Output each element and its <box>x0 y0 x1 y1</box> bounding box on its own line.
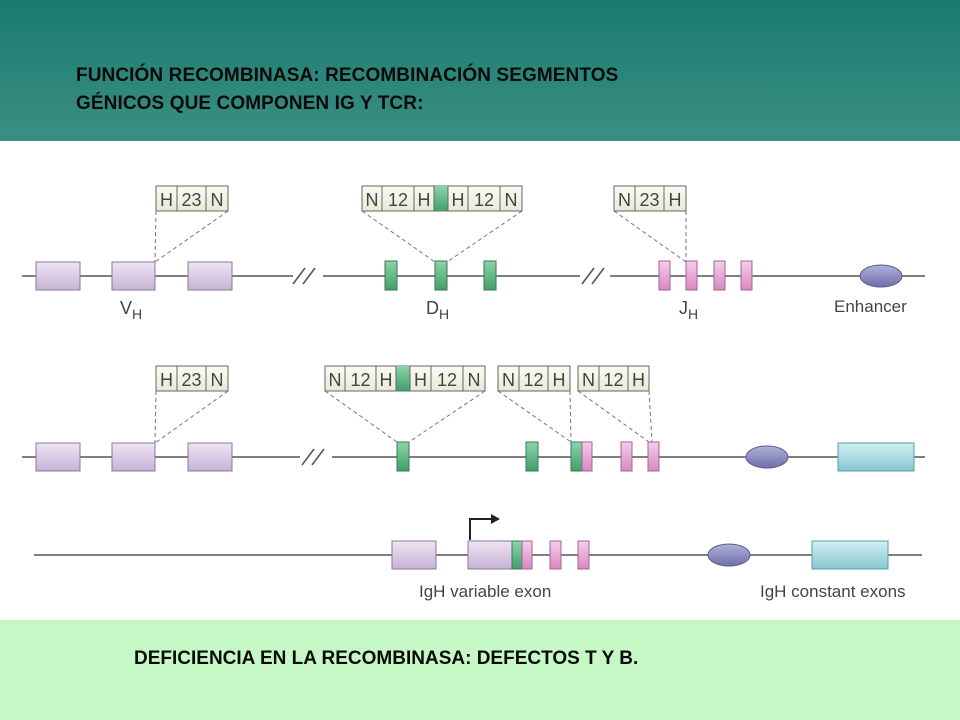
rss-spacer: 12 <box>437 370 457 390</box>
enhancer-element <box>745 445 789 469</box>
vh-label: VH <box>120 298 142 322</box>
d-segment <box>396 441 410 472</box>
constant-exons <box>811 540 889 570</box>
rss-nonamer: N <box>329 370 342 390</box>
dj-rearranged-row: H 23 N N 12 H H 12 N N 12 H <box>22 365 925 472</box>
title-line-1: FUNCIÓN RECOMBINASA: RECOMBINACIÓN SEGME… <box>76 65 619 86</box>
vdj-joined-v <box>467 540 513 570</box>
rss-box-dh: N 12 H H 12 N <box>361 185 523 263</box>
j-segment <box>658 260 671 291</box>
v-segment <box>111 261 156 291</box>
vdj-joined-j <box>521 540 533 570</box>
dj-joined-segment <box>581 441 593 472</box>
break-mark <box>580 266 610 286</box>
rss-nonamer: N <box>211 370 224 390</box>
rss-spacer: 23 <box>181 190 201 210</box>
d-segment <box>525 441 539 472</box>
rss-box-jh: N 23 H <box>613 185 687 263</box>
v-segment <box>35 442 81 472</box>
dh-label: DH <box>426 298 449 322</box>
dj-joined-segment <box>570 441 583 472</box>
v-segment <box>35 261 81 291</box>
break-mark <box>292 266 323 286</box>
rss-heptamer: H <box>553 370 566 390</box>
rss-heptamer: H <box>160 190 173 210</box>
rss-heptamer: H <box>669 190 682 210</box>
rss-heptamer: H <box>380 370 393 390</box>
rss-spacer: 23 <box>181 370 201 390</box>
v-segment <box>111 442 156 472</box>
jh-label: JH <box>679 298 698 322</box>
footer-text: DEFICIENCIA EN LA RECOMBINASA: DEFECTOS … <box>134 648 639 669</box>
v-segment <box>187 442 233 472</box>
rss-heptamer: H <box>414 370 427 390</box>
rss-nonamer: N <box>502 370 515 390</box>
rss-heptamer: H <box>418 190 431 210</box>
d-segment <box>384 260 398 291</box>
j-segment <box>620 441 633 472</box>
rss-box-dh: N 12 H H 12 N <box>324 365 486 443</box>
d-segment <box>434 260 448 291</box>
transcription-start-arrow-icon <box>469 514 500 540</box>
vdj-recombination-diagram: H 23 N N 12 H H 12 N N 23 <box>22 185 925 601</box>
d-segment <box>483 260 497 291</box>
vdj-rearranged-row: IgH variable exon IgH constant exons <box>34 514 922 601</box>
enhancer-element <box>859 264 903 288</box>
break-mark <box>300 447 332 467</box>
slide-title: FUNCIÓN RECOMBINASA: RECOMBINACIÓN SEGME… <box>76 62 618 118</box>
j-segment <box>647 441 660 472</box>
v-segment <box>391 540 437 570</box>
rss-spacer: 12 <box>603 370 623 390</box>
rss-heptamer: H <box>160 370 173 390</box>
enhancer-element <box>707 543 751 567</box>
j-segment <box>740 260 753 291</box>
variable-exon-label: IgH variable exon <box>419 582 551 601</box>
rss-heptamer: H <box>452 190 465 210</box>
rss-nonamer: N <box>618 190 631 210</box>
germline-row: H 23 N N 12 H H 12 N N 23 <box>22 185 925 322</box>
title-line-2: GÉNICOS QUE COMPONEN IG Y TCR: <box>76 93 424 114</box>
rss-box-vh: H 23 N <box>154 185 229 263</box>
rss-spacer: 12 <box>388 190 408 210</box>
j-segment <box>549 540 562 570</box>
constant-exons <box>837 442 915 472</box>
j-segment <box>713 260 726 291</box>
rss-box-vh: H 23 N <box>154 365 229 444</box>
enhancer-label: Enhancer <box>834 297 907 316</box>
rss-spacer: 23 <box>639 190 659 210</box>
j-segment <box>685 260 698 291</box>
rss-nonamer: N <box>211 190 224 210</box>
rss-nonamer: N <box>505 190 518 210</box>
rss-spacer: 12 <box>523 370 543 390</box>
rss-box-dj-1: N 12 H <box>497 365 572 443</box>
rss-nonamer: N <box>366 190 379 210</box>
rss-nonamer: N <box>468 370 481 390</box>
constant-exons-label: IgH constant exons <box>760 582 906 601</box>
footer-band <box>0 620 960 720</box>
j-segment <box>577 540 590 570</box>
title-band <box>0 0 960 141</box>
vdj-joined-d <box>511 540 523 570</box>
rss-nonamer: N <box>582 370 595 390</box>
v-segment <box>187 261 233 291</box>
rss-heptamer: H <box>632 370 645 390</box>
rss-spacer: 12 <box>350 370 370 390</box>
rss-box-dj-2: N 12 H <box>577 365 653 443</box>
rss-spacer: 12 <box>474 190 494 210</box>
